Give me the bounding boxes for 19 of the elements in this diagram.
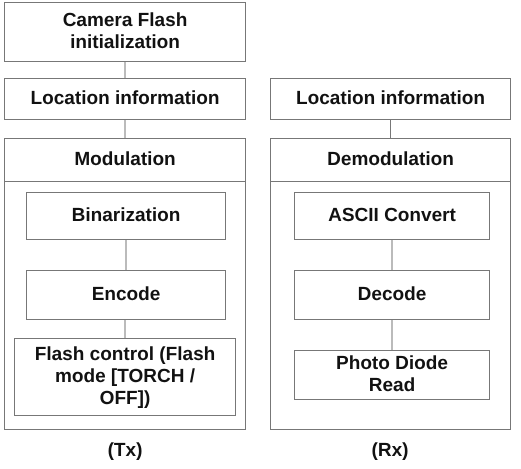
- process-box: ASCII Convert: [294, 192, 490, 240]
- group-container: [4, 138, 246, 430]
- process-box: Camera Flash initialization: [4, 2, 246, 62]
- connector-line: [124, 320, 126, 338]
- group-heading: Modulation: [74, 149, 176, 171]
- connector-line: [390, 120, 391, 138]
- process-box: Photo Diode Read: [294, 350, 490, 400]
- process-box: Location information: [4, 78, 246, 120]
- process-box: Encode: [26, 270, 226, 320]
- column-label: (Tx): [106, 440, 144, 462]
- group-container: [270, 138, 511, 430]
- process-box: Decode: [294, 270, 490, 320]
- connector-line: [124, 62, 126, 78]
- group-heading: Demodulation: [327, 149, 454, 171]
- process-box: Binarization: [26, 192, 226, 240]
- column-label: (Rx): [370, 440, 410, 462]
- process-box: Location information: [270, 78, 511, 120]
- connector-line: [124, 120, 126, 138]
- process-box: Flash control (Flash mode [TORCH / OFF]): [14, 338, 236, 416]
